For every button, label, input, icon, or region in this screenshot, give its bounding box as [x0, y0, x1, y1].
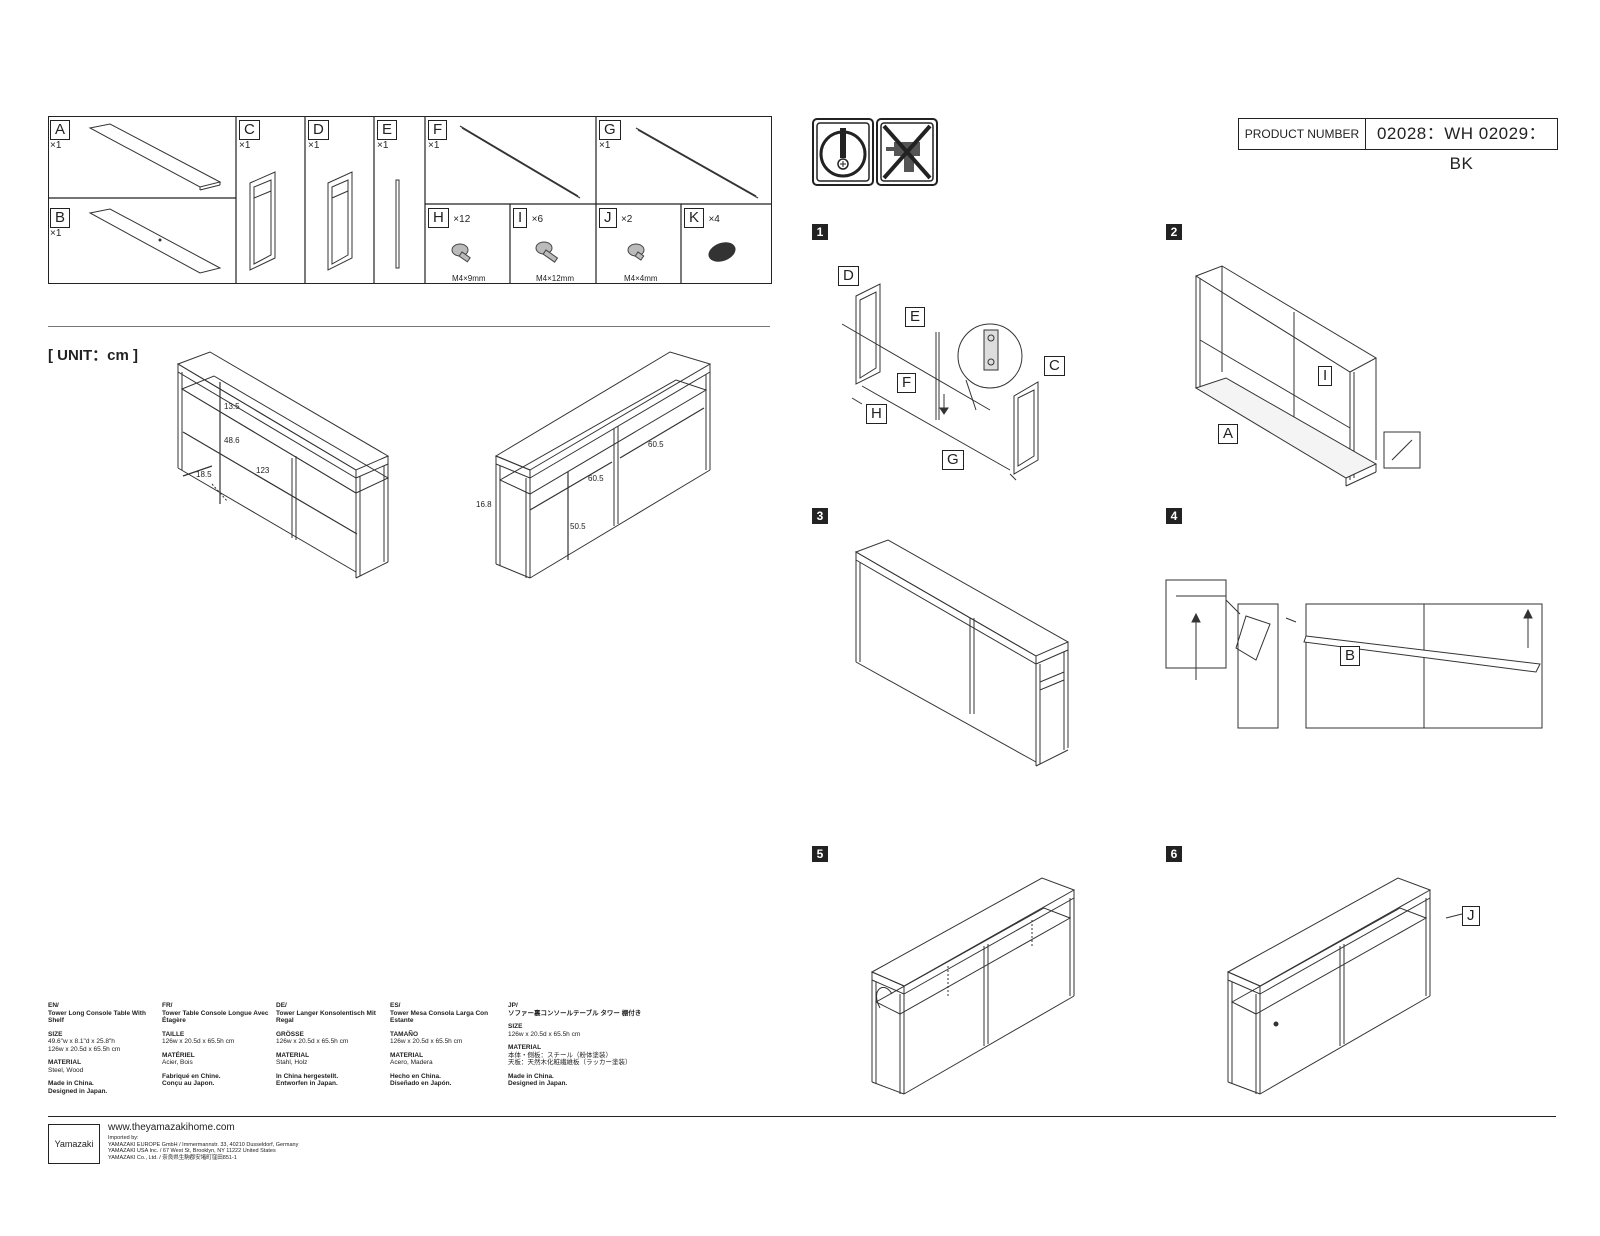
- part-label-b: B×1: [50, 208, 71, 239]
- part-label-f: F×1: [428, 120, 448, 151]
- part-size-i: M4×12mm: [536, 274, 575, 283]
- part-size-j: M4×4mm: [624, 274, 658, 283]
- dim-18-5: 18.5: [196, 470, 212, 479]
- step-2-label-a: A: [1218, 424, 1239, 444]
- part-label-k: K ×4: [684, 208, 720, 228]
- step-4-label-b: B: [1340, 646, 1361, 666]
- dim-60-5-left: 60.5: [588, 474, 604, 483]
- part-label-j: J ×2: [599, 208, 632, 228]
- step-5-number: 5: [812, 846, 828, 862]
- dim-50-5: 50.5: [570, 522, 586, 531]
- dim-13-5: 13.5: [224, 402, 240, 411]
- product-number-value: 02028：WH 02029：BK: [1376, 124, 1547, 173]
- step-6-number: 6: [1166, 846, 1182, 862]
- step-6-label-j: J: [1462, 906, 1480, 926]
- part-label-a: A×1: [50, 120, 71, 151]
- step-3-number: 3: [812, 508, 828, 524]
- part-label-i: I ×6: [513, 208, 543, 228]
- dim-60-5-right: 60.5: [648, 440, 664, 449]
- part-label-e: E×1: [377, 120, 398, 151]
- step-4-number: 4: [1166, 508, 1182, 524]
- step-2-number: 2: [1166, 224, 1182, 240]
- no-power-drill-icon: [876, 118, 938, 186]
- step-1-label-d: D: [838, 266, 859, 286]
- lang-jp: JP/ ソファー裏コンソールテーブル タワー 棚付き SIZE 126w x 2…: [508, 1002, 642, 1087]
- footer-importers: Imported by: YAMAZAKI EUROPE GmbH / Imme…: [108, 1135, 299, 1161]
- section-divider: [48, 326, 770, 327]
- part-label-g: G×1: [599, 120, 621, 151]
- part-label-d: D×1: [308, 120, 329, 151]
- step-2-label-i: I: [1318, 366, 1333, 386]
- part-label-c: C×1: [239, 120, 260, 151]
- brand-logo: Yamazaki: [48, 1124, 100, 1164]
- screwdriver-icon: [812, 118, 874, 186]
- lang-de: DE/ Tower Langer Konsolentisch Mit Regal…: [276, 1002, 376, 1087]
- dim-16-8: 16.8: [476, 500, 492, 509]
- lang-fr: FR/ Tower Table Console Longue Avec Étag…: [162, 1002, 269, 1087]
- step-1-label-c: C: [1044, 356, 1065, 376]
- part-size-h: M4×9mm: [452, 274, 486, 283]
- unit-label: [ UNIT：cm ]: [48, 347, 139, 364]
- step-1-label-g: G: [942, 450, 964, 470]
- step-1-label-f: F: [897, 373, 917, 393]
- step-1-label-e: E: [905, 307, 926, 327]
- product-number-label: PRODUCT NUMBER: [1239, 119, 1366, 149]
- lang-es: ES/ Tower Mesa Consola Larga Con Estante…: [390, 1002, 489, 1087]
- dim-48-6: 48.6: [224, 436, 240, 445]
- lang-en: EN/ Tower Long Console Table With Shelf …: [48, 1002, 146, 1095]
- dim-123: 123: [256, 466, 270, 475]
- step-1-label-h: H: [866, 404, 887, 424]
- parts-table: [48, 116, 772, 284]
- step-1-number: 1: [812, 224, 828, 240]
- footer-url[interactable]: www.theyamazakihome.com: [108, 1122, 235, 1133]
- product-number-box: PRODUCT NUMBER 02028：WH 02029：BK: [1238, 118, 1558, 173]
- footer-divider: [48, 1116, 1556, 1117]
- part-label-h: H ×12: [428, 208, 470, 228]
